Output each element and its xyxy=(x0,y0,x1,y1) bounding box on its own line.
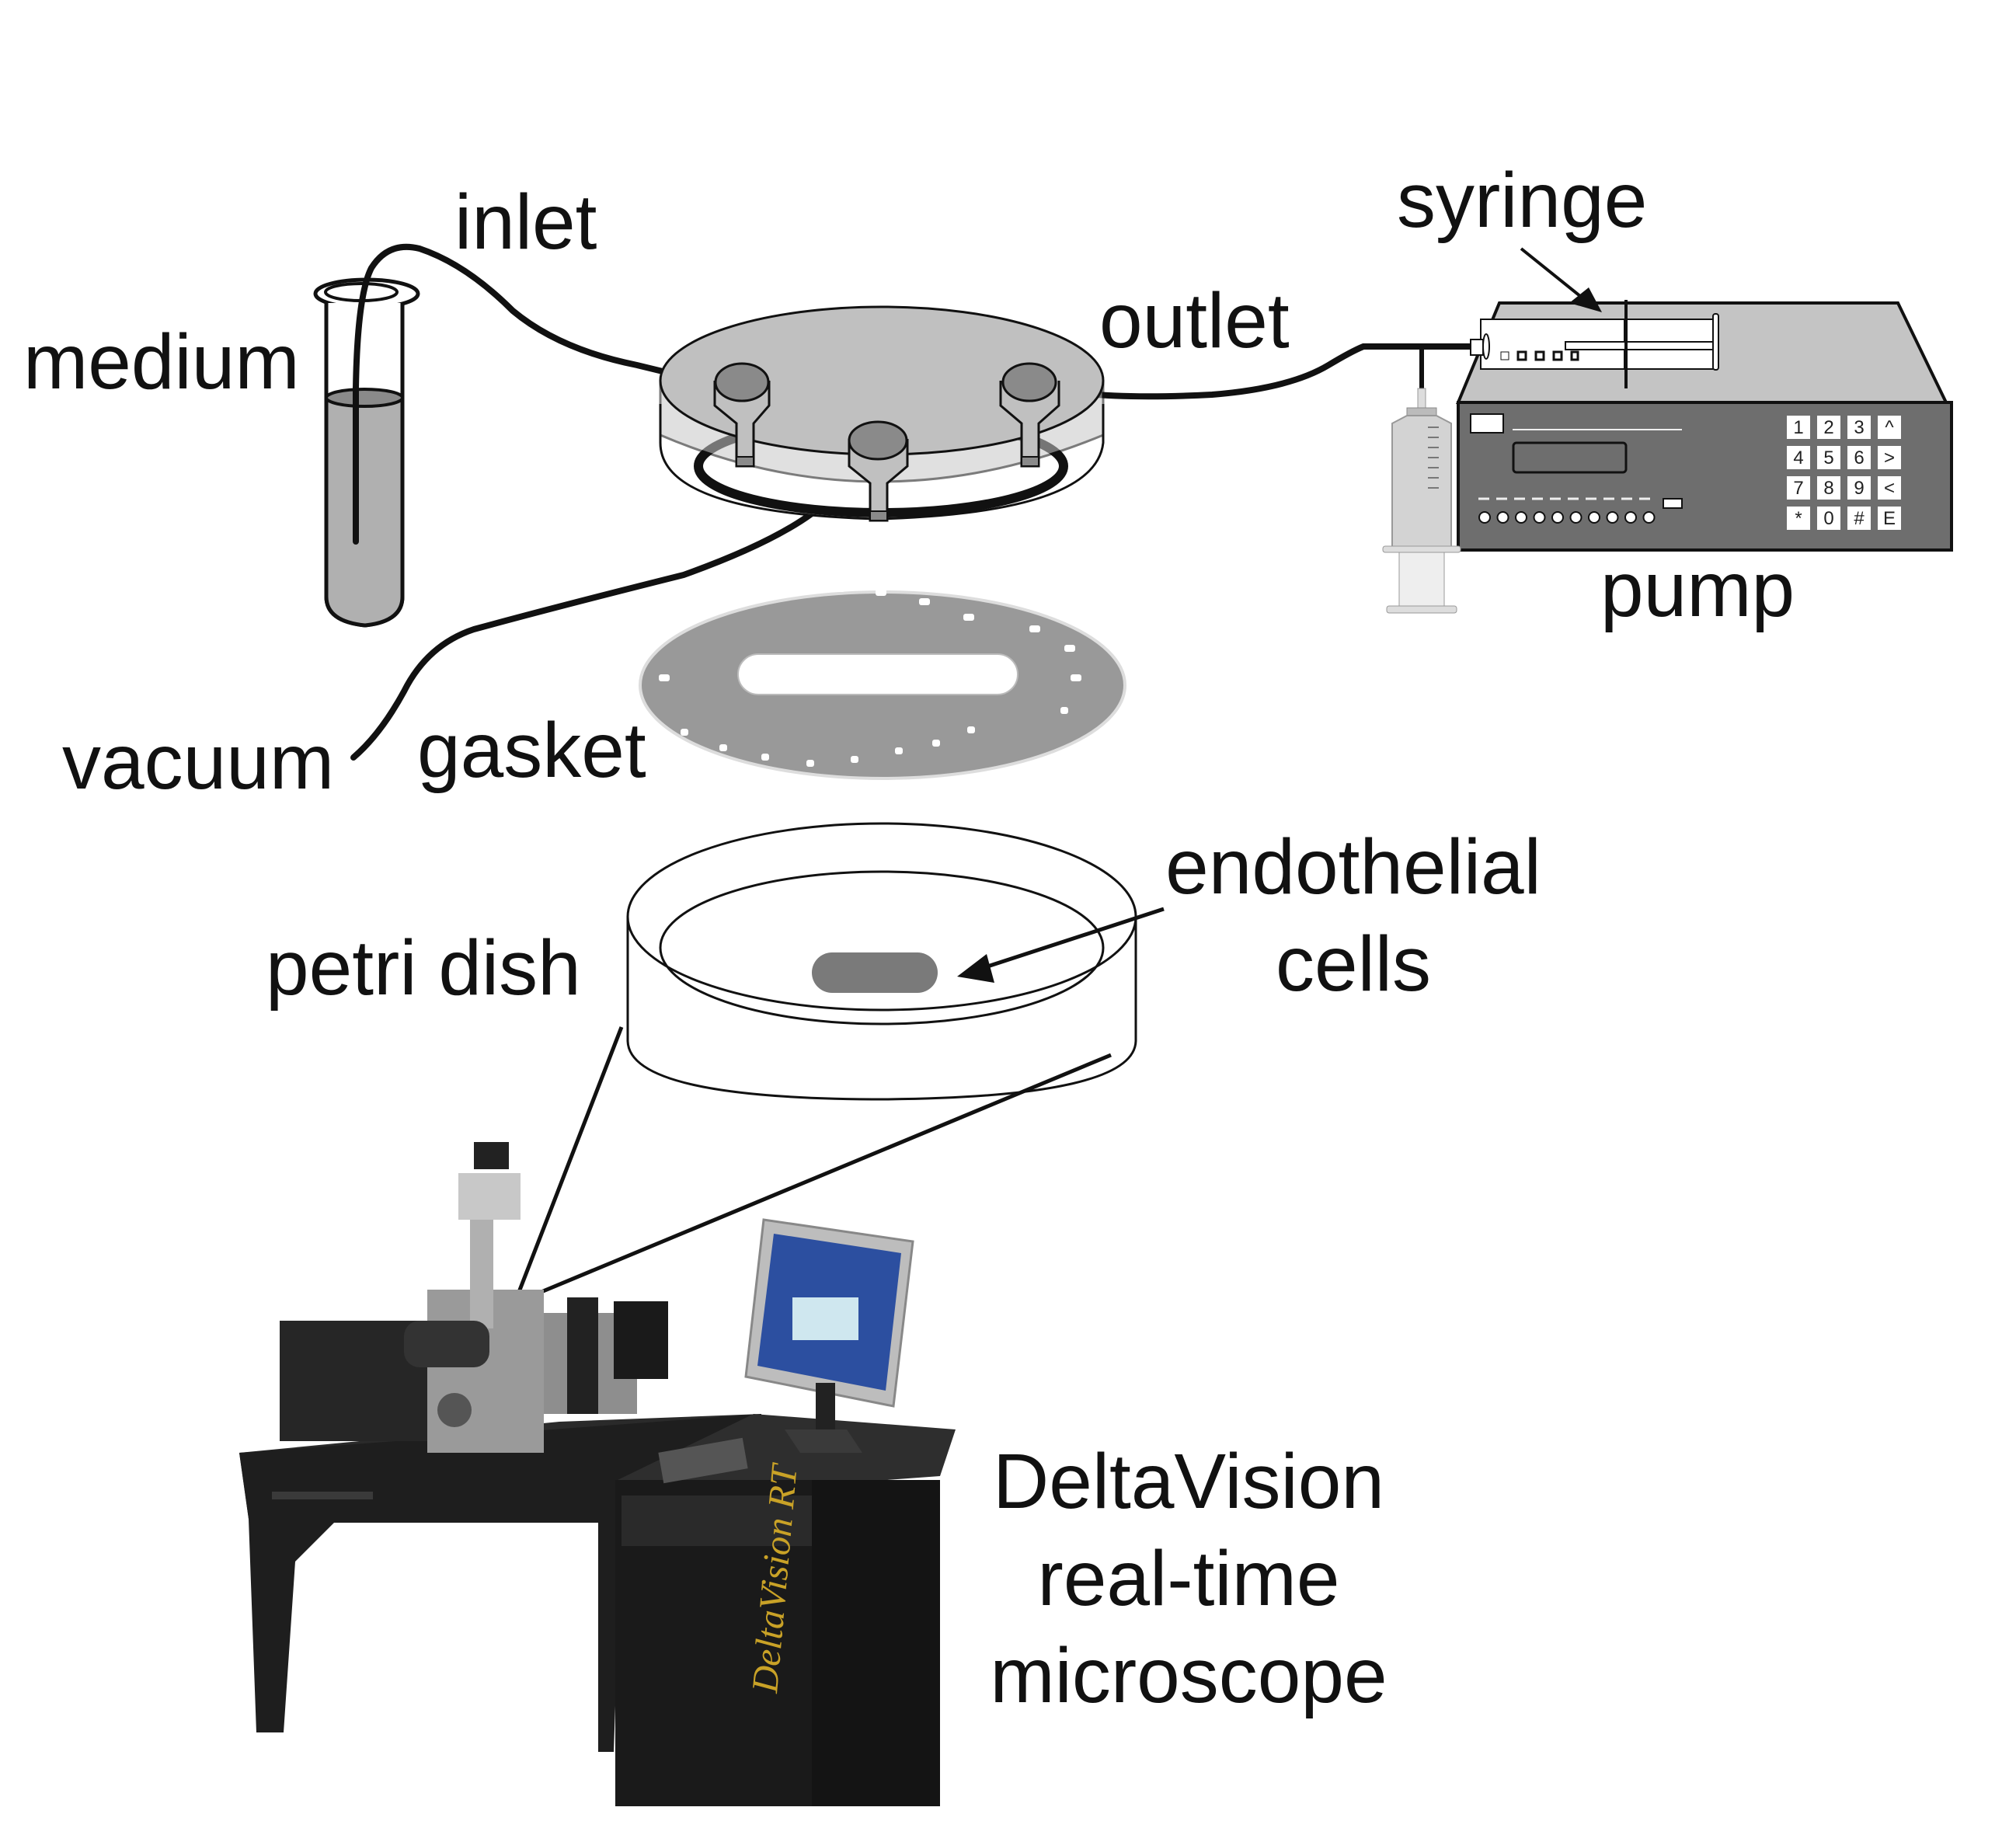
gasket-holes xyxy=(659,584,1081,767)
pump-front-panel xyxy=(1457,401,1953,552)
port-outlet xyxy=(999,362,1060,468)
pump-led-button xyxy=(1496,511,1509,524)
medium-liquid xyxy=(324,395,405,628)
label-medium: medium xyxy=(23,319,300,406)
label-outlet: outlet xyxy=(1099,277,1290,364)
endothelial-cells xyxy=(812,952,938,993)
keypad-key-label: 0 xyxy=(1823,508,1833,529)
keypad-key: ^ xyxy=(1878,416,1901,439)
pump-led-button xyxy=(1551,511,1564,524)
label-cells: cells xyxy=(1276,921,1431,1008)
zoom-lines xyxy=(517,1026,1112,1297)
label-real-time: real-time xyxy=(1038,1535,1340,1622)
mounted-syringe xyxy=(1470,300,1719,388)
keypad-key: 7 xyxy=(1787,476,1810,500)
pump-led-button xyxy=(1515,511,1527,524)
monitor xyxy=(744,1218,914,1453)
pump-led-button xyxy=(1624,511,1637,524)
keypad-key-label: 7 xyxy=(1793,478,1803,499)
keypad-key-label: 9 xyxy=(1854,478,1864,499)
keypad-key-label: 5 xyxy=(1823,447,1833,468)
keypad-key-label: 2 xyxy=(1823,417,1833,438)
gasket xyxy=(639,584,1126,780)
label-microscope: microscope xyxy=(990,1632,1387,1719)
keypad-key: 9 xyxy=(1847,476,1871,500)
keypad-key-label: 3 xyxy=(1854,417,1864,438)
keypad-key: # xyxy=(1847,507,1871,530)
label-pump: pump xyxy=(1600,546,1795,633)
port-inlet xyxy=(713,362,771,468)
pump-led-button xyxy=(1642,511,1656,524)
keypad-key-label: # xyxy=(1854,508,1865,529)
keypad-key: 0 xyxy=(1817,507,1840,530)
keypad-key-label: 1 xyxy=(1793,417,1803,438)
keypad-key-label: < xyxy=(1884,478,1895,499)
pump-buttons xyxy=(1478,511,1656,524)
medium-tube xyxy=(313,277,420,628)
keypad-key: E xyxy=(1878,507,1901,530)
keypad-key-label: ^ xyxy=(1885,417,1894,438)
keypad-key: 6 xyxy=(1847,446,1871,469)
pump-display xyxy=(1512,441,1628,474)
petri-dish xyxy=(626,822,1165,1101)
keypad-key: 3 xyxy=(1847,416,1871,439)
label-vacuum: vacuum xyxy=(62,719,334,806)
inlet-tube xyxy=(353,243,729,545)
label-gasket: gasket xyxy=(417,707,646,794)
keypad-key-label: > xyxy=(1884,447,1895,468)
label-syringe: syringe xyxy=(1397,157,1647,244)
cells-arrow-head xyxy=(957,954,994,983)
pump-led-button xyxy=(1606,511,1619,524)
keypad-key-label: 4 xyxy=(1793,447,1803,468)
label-inlet: inlet xyxy=(454,179,597,266)
gasket-slot xyxy=(737,653,1018,695)
keypad-key-label: 6 xyxy=(1854,447,1864,468)
keypad-key: 1 xyxy=(1787,416,1810,439)
pump-led-button xyxy=(1569,511,1583,524)
keypad-key: 8 xyxy=(1817,476,1840,500)
reservoir-syringe xyxy=(1382,388,1461,614)
pump-led-button xyxy=(1533,511,1546,524)
keypad-key: 2 xyxy=(1817,416,1840,439)
label-petri-dish: petri dish xyxy=(266,924,581,1012)
keypad-key-label: E xyxy=(1883,508,1896,529)
label-endothelial: endothelial xyxy=(1165,824,1541,911)
flow-chamber xyxy=(659,305,1105,522)
keypad-key: * xyxy=(1787,507,1810,530)
keypad-key: < xyxy=(1878,476,1901,500)
keypad-key: 5 xyxy=(1817,446,1840,469)
pump-led-button xyxy=(1478,511,1491,524)
label-deltavision: DeltaVision xyxy=(993,1438,1384,1525)
deltavision-workstation: DeltaVision RT xyxy=(239,1142,956,1806)
keypad-key-label: 8 xyxy=(1823,478,1833,499)
port-vacuum xyxy=(848,420,909,522)
labels: inlet medium syringe outlet pump vacuum … xyxy=(23,157,1795,1719)
keypad-key: > xyxy=(1878,446,1901,469)
keypad-key: 4 xyxy=(1787,446,1810,469)
pump-led-button xyxy=(1588,511,1600,524)
keypad-key-label: * xyxy=(1795,508,1802,529)
